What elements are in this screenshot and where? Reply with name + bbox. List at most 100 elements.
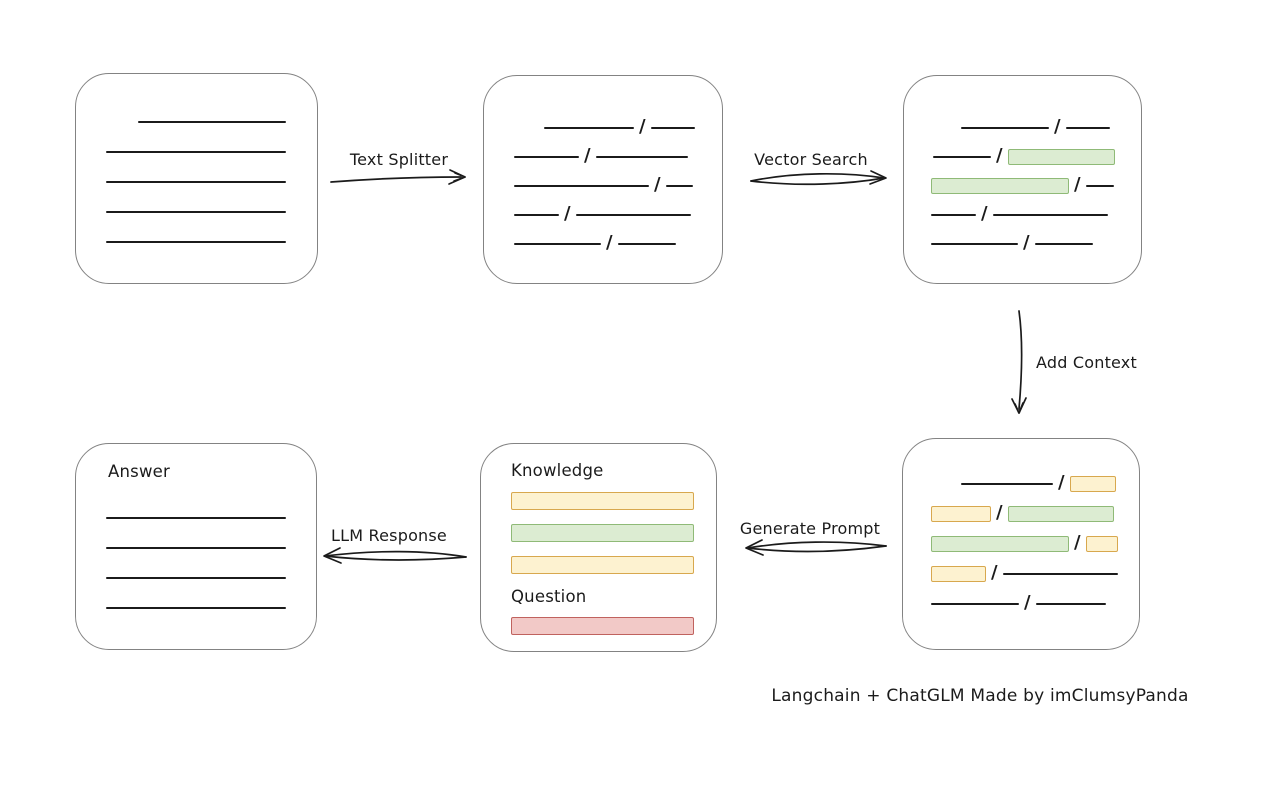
content-row: / bbox=[903, 469, 1139, 499]
yellow-chunk bbox=[1069, 476, 1116, 492]
text-line bbox=[544, 126, 634, 129]
separator-slash: / bbox=[564, 202, 571, 224]
answer-title: Answer bbox=[108, 462, 170, 481]
separator-slash: / bbox=[1024, 592, 1031, 613]
context-chunks-box: / / / / / bbox=[902, 438, 1140, 650]
text-line bbox=[650, 126, 695, 129]
content-row: / bbox=[484, 229, 722, 258]
separator-slash: / bbox=[991, 562, 998, 583]
content-row: / bbox=[484, 142, 722, 171]
yellow-bar bbox=[511, 556, 694, 574]
llm-response-arrow bbox=[323, 547, 467, 564]
separator-slash: / bbox=[981, 202, 988, 224]
text-line bbox=[665, 184, 693, 187]
text-line bbox=[931, 603, 1019, 605]
content-row bbox=[76, 503, 316, 533]
text-line bbox=[514, 242, 601, 245]
text-line bbox=[961, 483, 1053, 485]
content-row: / bbox=[904, 229, 1141, 258]
yellow-chunk bbox=[931, 566, 986, 582]
vector-search-label: Vector Search bbox=[754, 150, 868, 169]
content-row: / bbox=[903, 559, 1139, 589]
content-row: / bbox=[484, 171, 722, 200]
text-line bbox=[514, 213, 559, 216]
text-line bbox=[514, 155, 579, 158]
llm-response-label: LLM Response bbox=[331, 526, 447, 545]
green-bar bbox=[511, 524, 694, 542]
content-row: / bbox=[904, 113, 1141, 142]
split-chunks-box: / / / / / bbox=[483, 75, 723, 284]
generate-prompt-arrow bbox=[745, 539, 887, 556]
question-bars bbox=[511, 617, 716, 635]
content-row: / bbox=[484, 113, 722, 142]
text-line bbox=[931, 213, 976, 216]
answer-lines bbox=[76, 503, 316, 623]
content-row bbox=[76, 167, 317, 197]
text-line bbox=[595, 155, 688, 158]
text-line bbox=[106, 181, 286, 183]
content-row: / bbox=[903, 499, 1139, 529]
text-line bbox=[514, 184, 649, 187]
vector-lines: ///// bbox=[904, 113, 1141, 258]
separator-slash: / bbox=[1074, 173, 1081, 195]
generate-prompt-label: Generate Prompt bbox=[739, 519, 881, 538]
text-line bbox=[106, 151, 286, 153]
separator-slash: / bbox=[1074, 532, 1081, 553]
text-line bbox=[575, 213, 691, 216]
text-line bbox=[106, 211, 286, 213]
content-row bbox=[76, 137, 317, 167]
prompt-box-content: Knowledge Question bbox=[481, 444, 716, 635]
text-line bbox=[617, 242, 676, 245]
separator-slash: / bbox=[1023, 231, 1030, 253]
text-line bbox=[1034, 242, 1093, 245]
document-lines bbox=[76, 107, 317, 257]
content-row: / bbox=[903, 589, 1139, 619]
text-line bbox=[1002, 573, 1118, 575]
text-line bbox=[933, 155, 991, 158]
separator-slash: / bbox=[1058, 472, 1065, 493]
prompt-box: Knowledge Question bbox=[480, 443, 717, 652]
text-line bbox=[106, 517, 286, 519]
chunk-lines: / / / / / bbox=[484, 113, 722, 258]
answer-box: Answer bbox=[75, 443, 317, 650]
content-row bbox=[76, 227, 317, 257]
context-lines: / / / / / bbox=[903, 469, 1139, 619]
green-chunk bbox=[1007, 148, 1115, 165]
content-row: / bbox=[903, 529, 1139, 559]
yellow-bar bbox=[511, 492, 694, 510]
text-splitter-label: Text Splitter bbox=[349, 150, 449, 169]
red-bar bbox=[511, 617, 694, 635]
vector-search-result-box: ///// bbox=[903, 75, 1142, 284]
text-line bbox=[106, 547, 286, 549]
text-line bbox=[138, 121, 286, 123]
content-row: / bbox=[904, 200, 1141, 229]
question-title: Question bbox=[511, 587, 587, 606]
text-line bbox=[1035, 603, 1106, 605]
knowledge-bars bbox=[511, 492, 716, 574]
content-row bbox=[76, 593, 316, 623]
content-row: / bbox=[904, 171, 1141, 200]
separator-slash: / bbox=[996, 502, 1003, 523]
separator-slash: / bbox=[1054, 115, 1061, 137]
vector-search-arrow bbox=[750, 170, 887, 186]
text-line bbox=[1085, 184, 1114, 187]
add-context-arrow bbox=[1011, 310, 1027, 414]
separator-slash: / bbox=[584, 144, 591, 166]
text-line bbox=[106, 241, 286, 243]
green-chunk bbox=[931, 177, 1069, 194]
add-context-label: Add Context bbox=[1036, 353, 1137, 372]
content-row bbox=[76, 533, 316, 563]
text-line bbox=[1065, 126, 1110, 129]
content-row bbox=[76, 563, 316, 593]
separator-slash: / bbox=[654, 173, 661, 195]
separator-slash: / bbox=[639, 115, 646, 137]
knowledge-title: Knowledge bbox=[511, 461, 604, 480]
text-line bbox=[106, 577, 286, 579]
text-splitter-arrow bbox=[330, 169, 466, 185]
source-document-box bbox=[75, 73, 318, 284]
content-row: / bbox=[484, 200, 722, 229]
separator-slash: / bbox=[606, 231, 613, 253]
content-row bbox=[76, 107, 317, 137]
green-chunk bbox=[1007, 506, 1114, 522]
